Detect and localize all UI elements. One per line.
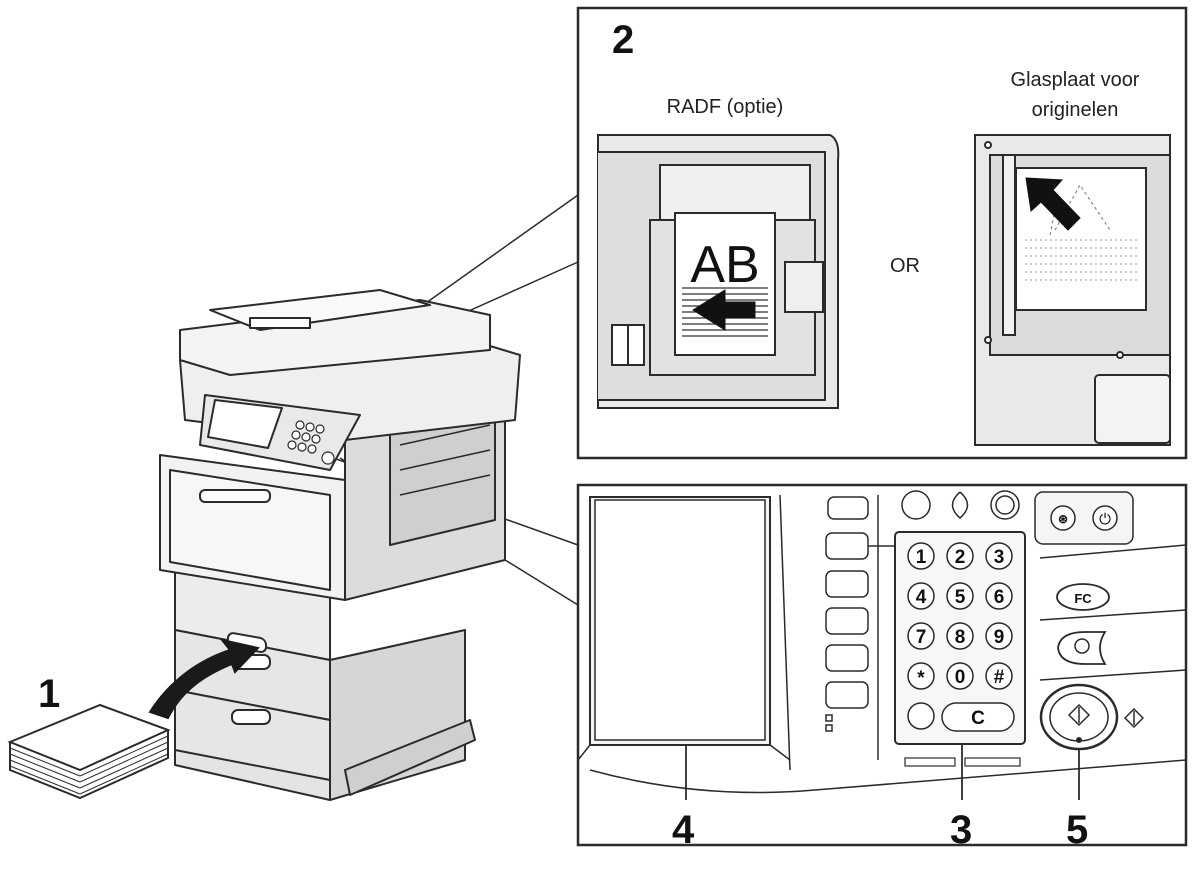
key-1[interactable]: 1	[916, 547, 927, 568]
step-2-label: 2	[612, 18, 635, 62]
key-2[interactable]: 2	[955, 547, 966, 568]
curved-arrow-icon	[148, 638, 260, 720]
start-diamond-icon[interactable]	[1067, 703, 1091, 727]
radf-label: RADF (optie)	[666, 96, 784, 118]
paper-stack	[7, 703, 171, 800]
keypad	[907, 542, 1015, 732]
step-5-label: 5	[1066, 808, 1089, 852]
left-arrow-icon	[692, 289, 756, 331]
panel-control-closeup: ⊛ ⏻ 1 2 3 4 5 6 7 8 9 * 0 # C	[576, 483, 1188, 847]
step-1-label: 1	[38, 672, 61, 716]
key-9[interactable]: 9	[994, 627, 1005, 648]
or-label: OR	[890, 255, 920, 277]
copier-illustration	[159, 194, 579, 801]
radf-closeup	[597, 134, 840, 409]
key-5[interactable]: 5	[955, 587, 966, 608]
panel-original-placement: AB	[576, 6, 1188, 460]
glass-label-line1: Glasplaat voor	[1010, 69, 1140, 91]
step-3-label: 3	[950, 808, 973, 852]
key-4[interactable]: 4	[916, 587, 927, 608]
key-8[interactable]: 8	[955, 627, 966, 648]
clear-key[interactable]: C	[971, 708, 985, 729]
diagonal-arrow-icon	[1025, 177, 1081, 231]
document-text: AB	[690, 236, 759, 294]
key-hash[interactable]: #	[994, 667, 1005, 688]
key-7[interactable]: 7	[916, 627, 927, 648]
glass-label-line2: originelen	[1031, 99, 1119, 121]
key-6[interactable]: 6	[994, 587, 1005, 608]
key-0[interactable]: 0	[955, 667, 966, 688]
svg-text:⊛: ⊛	[1058, 512, 1068, 526]
key-star[interactable]: *	[917, 668, 925, 689]
power-icon: ⏻	[1099, 511, 1111, 528]
key-3[interactable]: 3	[994, 547, 1005, 568]
glass-closeup	[974, 134, 1171, 446]
step-4-label: 4	[672, 808, 695, 852]
fc-key[interactable]: FC	[1074, 591, 1092, 606]
